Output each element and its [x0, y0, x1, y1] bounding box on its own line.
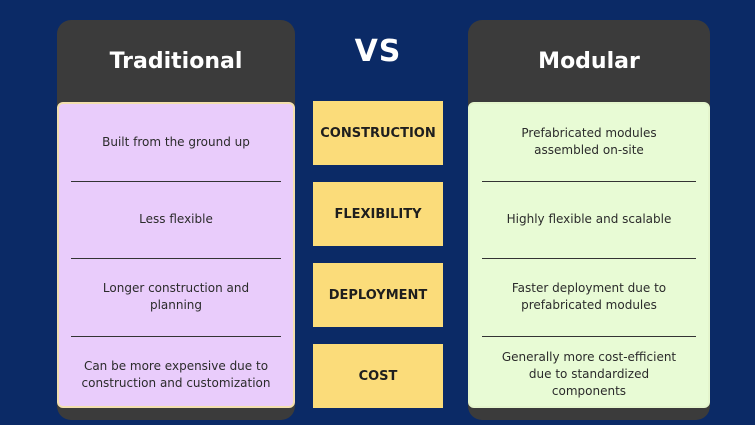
divider: [482, 258, 696, 259]
traditional-cost: Can be more expensive due to constructio…: [81, 358, 271, 390]
modular-title: Modular: [538, 48, 640, 74]
modular-flexibility: Highly flexible and scalable: [506, 212, 672, 227]
modular-deployment: Faster deployment due to prefabricated m…: [511, 281, 667, 313]
modular-cost: Generally more cost-efficient due to sta…: [501, 350, 677, 399]
traditional-deployment: Longer construction and planning: [102, 281, 250, 313]
category-cost: COST: [313, 344, 443, 408]
divider: [71, 180, 281, 182]
category-construction: CONSTRUCTION: [313, 101, 443, 165]
traditional-column: Traditional Built from the ground up Les…: [57, 20, 295, 420]
traditional-panel: Built from the ground up Less flexible L…: [57, 102, 295, 408]
divider: [482, 180, 696, 182]
traditional-title: Traditional: [109, 48, 243, 74]
modular-column: Modular Prefabricated modules assembled …: [468, 20, 710, 420]
vs-label: VS: [354, 34, 402, 69]
category-flexibility: FLEXIBILITY: [313, 182, 443, 246]
divider: [71, 258, 281, 259]
divider: [482, 335, 696, 337]
divider: [71, 335, 281, 337]
modular-construction: Prefabricated modules assembled on-site: [521, 126, 657, 158]
traditional-construction: Built from the ground up: [102, 134, 250, 149]
category-deployment: DEPLOYMENT: [313, 263, 443, 327]
modular-panel: Prefabricated modules assembled on-site …: [468, 102, 710, 408]
traditional-flexibility: Less flexible: [139, 212, 213, 227]
